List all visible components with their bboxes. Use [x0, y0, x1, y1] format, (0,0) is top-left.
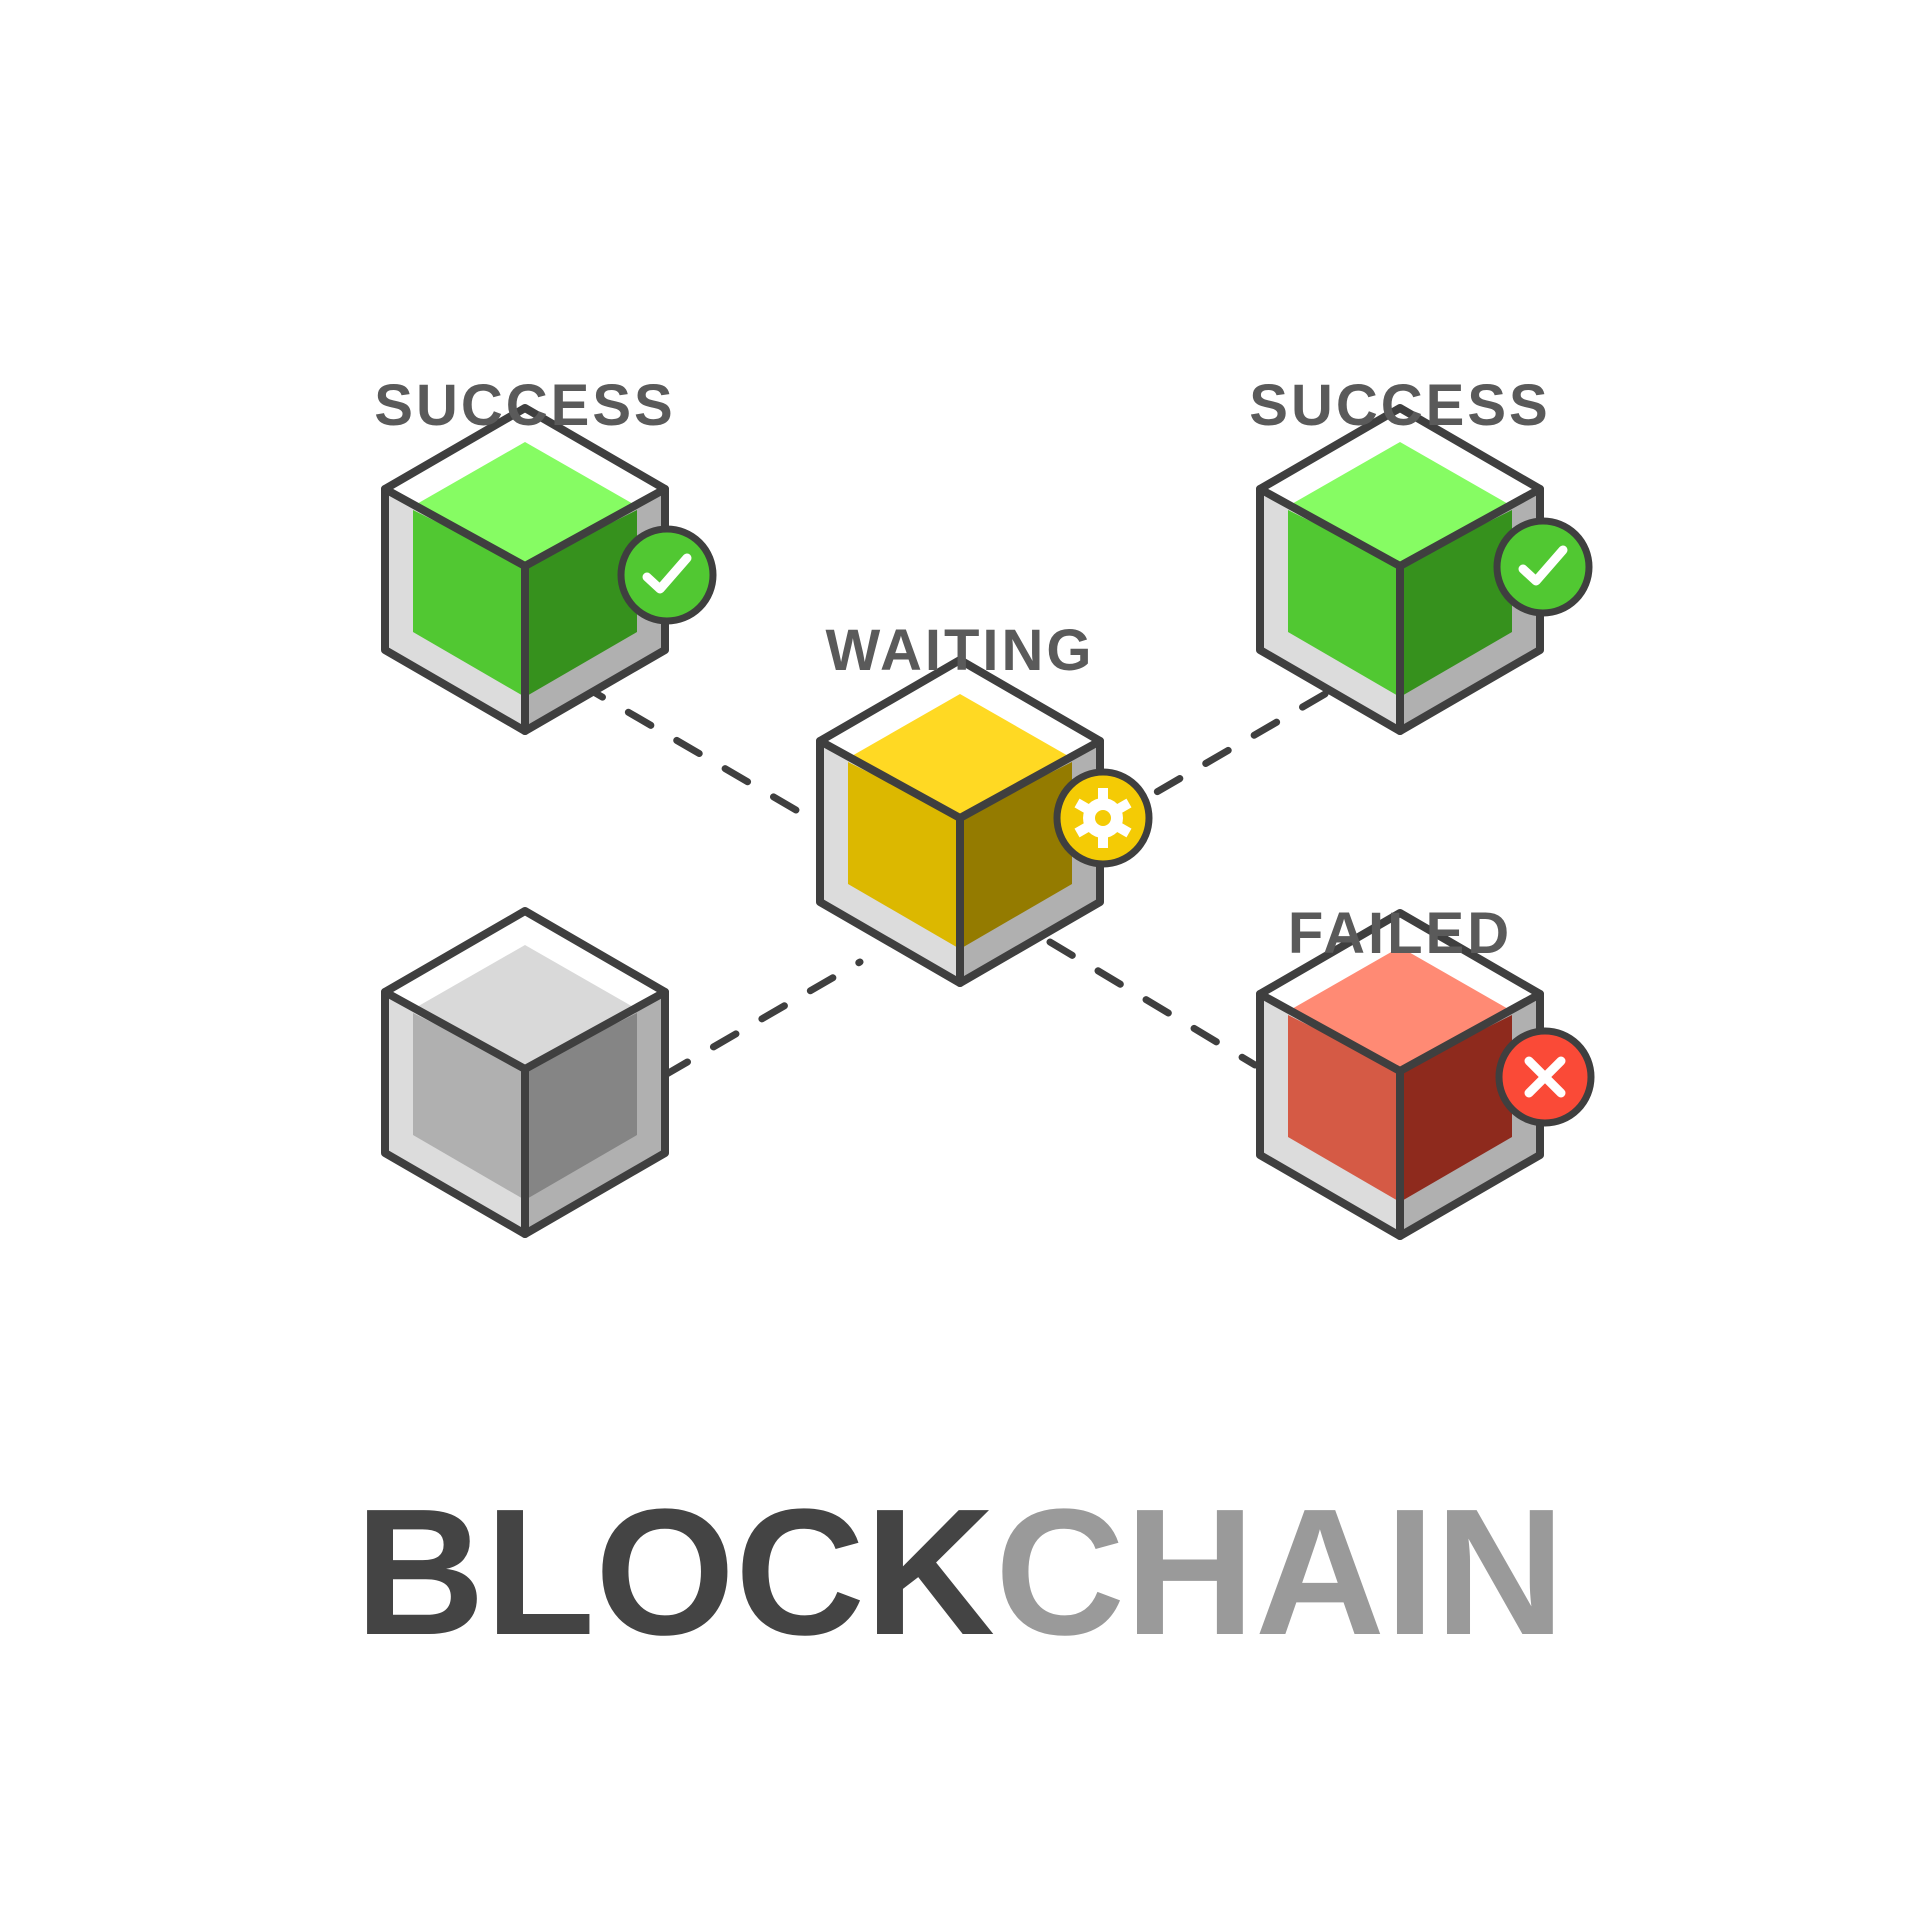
cube-edge [1396, 485, 1544, 570]
cube-face-left [1288, 510, 1400, 697]
cube-edge [1256, 990, 1404, 1075]
block-cube-success-top-right [1256, 404, 1544, 735]
waiting-badge-center [1053, 768, 1153, 868]
cube-edge [1256, 485, 1404, 570]
check-icon [1518, 545, 1568, 586]
failed-badge-bottom-right [1495, 1027, 1595, 1127]
cube-face-right [1400, 1015, 1512, 1202]
cube-edge [521, 485, 669, 570]
cube-edge [1396, 990, 1544, 1075]
check-icon [642, 553, 692, 594]
cube-face-left [848, 762, 960, 949]
cube-face-right [525, 1013, 637, 1200]
cube-face-left [1288, 1015, 1400, 1202]
gear-icon [1074, 788, 1132, 848]
connector-bottom-left-to-center [661, 958, 864, 1079]
status-label-center: WAITING [825, 618, 1094, 683]
cube-face-right [525, 510, 637, 697]
title-part-block: BLOCK [355, 1472, 995, 1673]
block-cube-idle [381, 907, 669, 1238]
connector-lines [576, 680, 1329, 1079]
connector-center-to-bottom-right [1046, 938, 1259, 1069]
connector-top-right-to-center [1151, 690, 1329, 797]
cube-edge [816, 737, 964, 822]
cube-edge [381, 988, 529, 1073]
success-badge-top-right [1493, 517, 1593, 617]
cross-icon [1524, 1056, 1566, 1098]
cube-face-right [1400, 510, 1512, 697]
cube-edge [381, 485, 529, 570]
block-cube-success-top-left [381, 404, 669, 735]
cube-edge [956, 737, 1104, 822]
cube-edge [521, 988, 669, 1073]
cube-face-right [960, 762, 1072, 949]
success-badge-top-left [617, 525, 717, 625]
cube-face-left [413, 510, 525, 697]
status-label-top-right: SUCCESS [1249, 373, 1550, 438]
cube-face-left [413, 1013, 525, 1200]
status-label-bottom-right: FAILED [1288, 901, 1512, 966]
page-title: BLOCKCHAIN [355, 1472, 1565, 1673]
connector-top-left-to-center [576, 680, 824, 828]
status-label-top-left: SUCCESS [374, 373, 675, 438]
title-part-chain: CHAIN [995, 1472, 1565, 1673]
